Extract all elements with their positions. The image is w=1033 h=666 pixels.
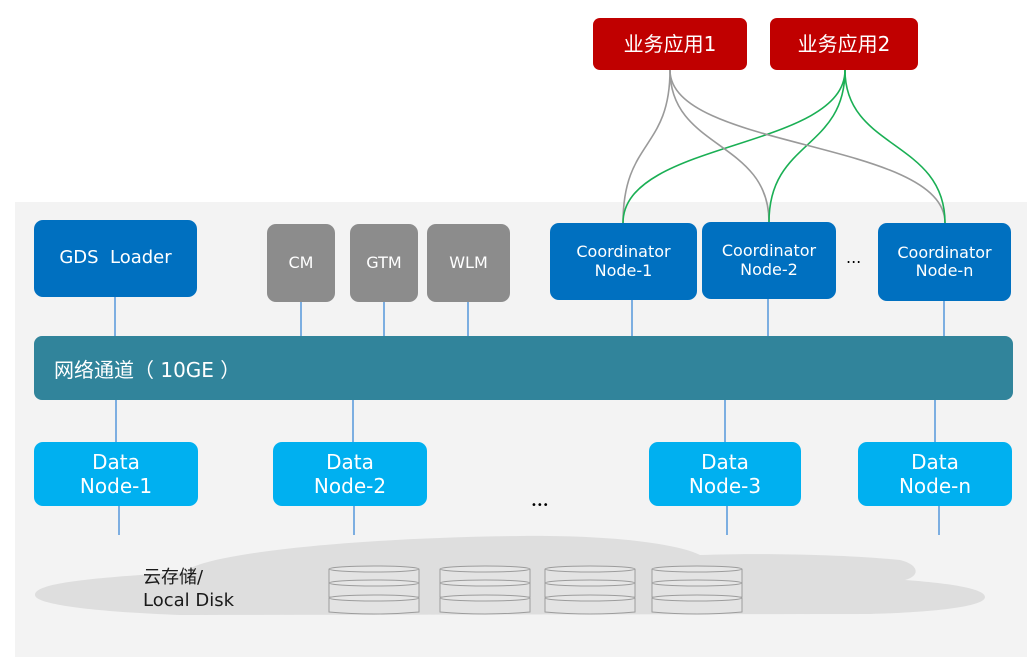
gds-loader-label: GDS Loader — [59, 247, 172, 269]
cm-label: CM — [288, 252, 314, 272]
coordinator-node-2-line2: Node-2 — [740, 259, 798, 279]
data-node-n-line1: Data — [911, 450, 959, 474]
data-node-2[interactable]: Data Node-2 — [273, 442, 427, 506]
data-node-3-line2: Node-3 — [688, 474, 762, 498]
network-channel-label: 网络通道（ 10GE ） — [54, 357, 241, 382]
storage-label: 云存储/ Local Disk — [143, 566, 234, 613]
disk-icon — [439, 565, 531, 615]
gtm-label: GTM — [366, 252, 402, 272]
wlm-label: WLM — [449, 252, 488, 272]
storage-label-line2: Local Disk — [143, 590, 235, 612]
disk-icon — [328, 565, 420, 615]
coordinator-ellipsis: ... — [846, 248, 862, 267]
data-node-1[interactable]: Data Node-1 — [34, 442, 198, 506]
coordinator-node-1-line2: Node-1 — [594, 260, 653, 280]
cm-node[interactable]: CM — [267, 224, 335, 302]
wlm-node[interactable]: WLM — [427, 224, 510, 302]
data-node-2-line1: Data — [326, 450, 374, 474]
business-app-1-label: 业务应用1 — [623, 31, 717, 56]
coordinator-node-n-line2: Node-n — [915, 261, 974, 280]
app2-to-coordinator-link — [844, 69, 946, 224]
data-node-1-line2: Node-1 — [79, 474, 153, 498]
disk-icon — [651, 565, 743, 615]
coordinator-node-n[interactable]: Coordinator Node-n — [878, 223, 1011, 301]
network-channel: 网络通道（ 10GE ） — [34, 336, 1013, 400]
gtm-node[interactable]: GTM — [350, 224, 418, 302]
data-node-ellipsis: ••• — [531, 500, 549, 511]
disk-icon — [544, 565, 636, 615]
data-node-n-line2: Node-n — [898, 474, 972, 498]
gds-loader-node[interactable]: GDS Loader — [34, 220, 197, 297]
storage-label-line1: 云存储/ — [143, 567, 204, 588]
app2-to-coordinator-link — [622, 69, 846, 224]
data-node-1-line1: Data — [92, 450, 140, 474]
app1-to-coordinator-link — [669, 69, 770, 223]
coordinator-node-1-line1: Coordinator — [576, 242, 671, 262]
coordinator-node-1[interactable]: Coordinator Node-1 — [550, 223, 697, 300]
data-node-n[interactable]: Data Node-n — [858, 442, 1012, 506]
coordinator-node-n-line1: Coordinator — [897, 242, 992, 262]
business-app-2[interactable]: 业务应用2 — [770, 18, 918, 70]
app1-to-coordinator-link — [622, 69, 671, 224]
data-node-2-line2: Node-2 — [313, 474, 387, 498]
business-app-2-label: 业务应用2 — [797, 31, 891, 56]
data-node-3-line1: Data — [701, 450, 749, 474]
coordinator-node-2[interactable]: Coordinator Node-2 — [702, 222, 836, 299]
business-app-1[interactable]: 业务应用1 — [593, 18, 747, 70]
coordinator-node-2-line1: Coordinator — [721, 241, 817, 261]
app1-to-coordinator-link — [669, 69, 946, 224]
data-node-3[interactable]: Data Node-3 — [649, 442, 801, 506]
